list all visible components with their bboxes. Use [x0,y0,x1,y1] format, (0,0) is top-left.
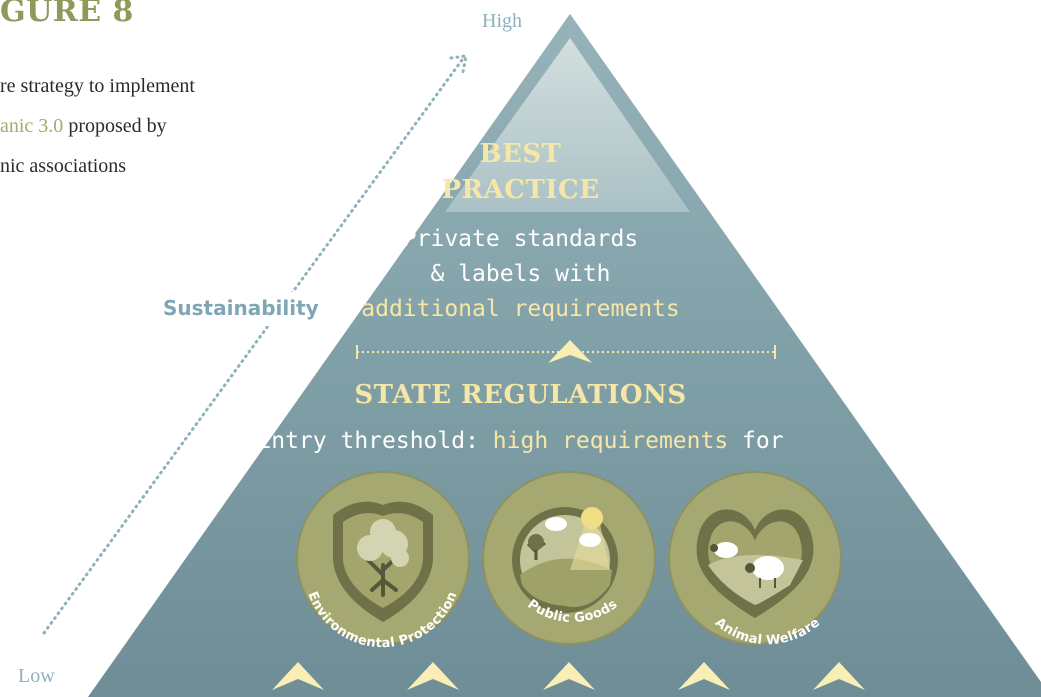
figure-caption: re strategy to implement anic 3.0 propos… [0,66,195,186]
heart-sheep-icon [696,509,814,618]
axis-name-label: Sustainability [163,296,319,320]
caption-line-2-rest: proposed by [63,115,167,137]
chevron-up-icon [813,662,865,690]
entry-threshold-suffix: for [728,428,784,454]
chevron-up-icon [543,662,595,690]
caption-line-3: nic associations [0,155,127,177]
state-regulations-title: STATE REGULATIONS [354,380,687,410]
caption-line-1: re strategy to implement [0,75,195,97]
badge-environmental-protection: Environmental Protection [296,471,470,651]
pyramid-tip [445,38,690,212]
entry-threshold-text: Entry threshold: high requirements for [0,428,1041,454]
entry-threshold-prefix: Entry threshold: [257,428,493,454]
entry-threshold-highlight: high requirements [492,428,729,454]
axis-low-label: Low [18,665,55,687]
best-practice-description: Private standards & labels with addition… [0,222,1041,327]
chevron-up-icon [678,662,730,690]
chevron-up-icon [272,662,324,690]
sustainability-axis-line [42,58,464,635]
best-practice-title: BEST PRACTICE [0,136,1041,208]
landscape-sun-icon [512,507,618,613]
best-practice-title-line-2: PRACTICE [441,175,600,205]
private-standards-line-3: additional requirements [361,296,680,322]
axis-arrowhead-icon [449,54,468,74]
figure-title: GURE 8 [0,0,134,29]
shield-tree-icon [333,501,433,622]
private-standards-line-1: Private standards [402,226,639,252]
private-standards-line-2: & labels with [430,261,611,287]
caption-line-2: anic 3.0 proposed by [0,106,195,146]
caption-highlight: anic 3.0 [0,115,64,137]
axis-label-mask [158,292,340,326]
badge-public-goods: Public Goods [482,471,656,645]
axis-high-label: High [482,10,522,32]
chevron-up-icon [548,340,592,363]
chevron-up-icon [407,662,459,690]
best-practice-title-line-1: BEST [479,139,562,169]
